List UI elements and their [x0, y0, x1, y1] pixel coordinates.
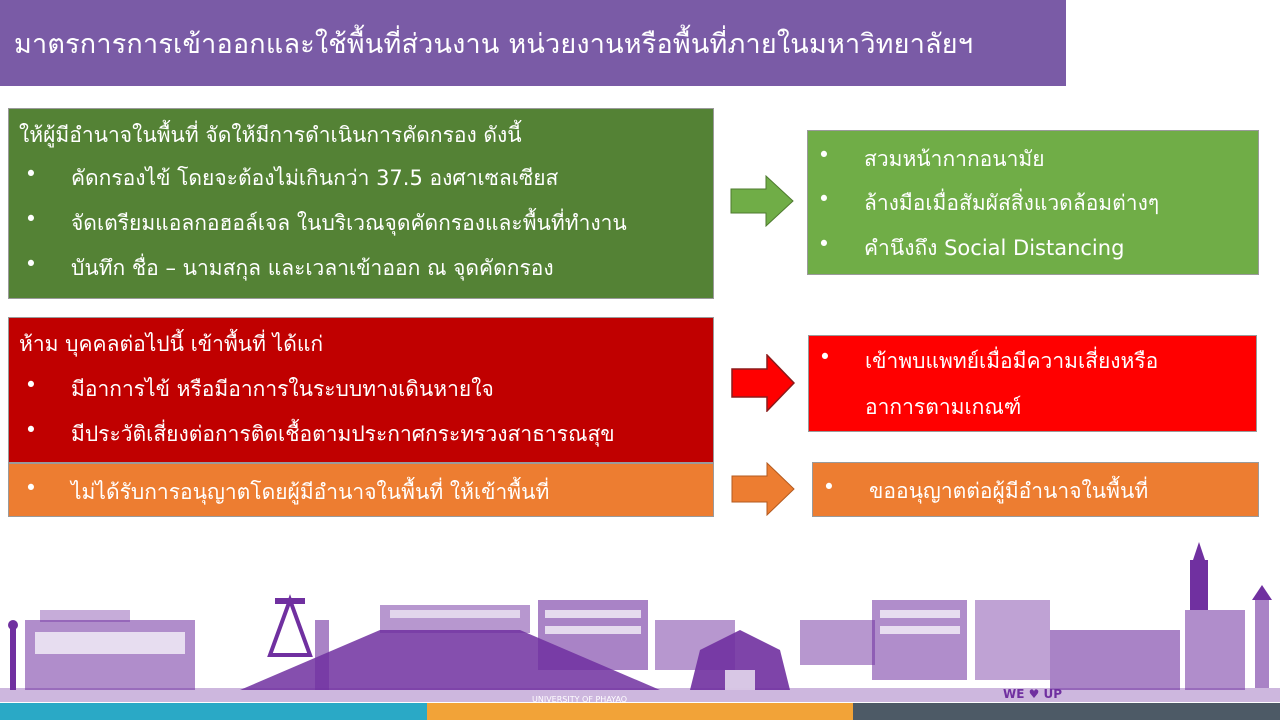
we-love-up-sign: WE ♥ UP [1003, 687, 1062, 701]
skyline-buildings [0, 542, 1280, 702]
prohibited-item: มีอาการไข้ หรือมีอาการในระบบทางเดินหายใจ [71, 377, 494, 401]
bullet: • [24, 373, 38, 397]
hygiene-item: ล้างมือเมื่อสัมผัสสิ่งแวดล้อมต่างๆ [864, 191, 1160, 215]
page-title: มาตรการการเข้าออกและใช้พื้นที่ส่วนงาน หน… [14, 28, 974, 60]
doctor-line: อาการตามเกณฑ์ [865, 395, 1022, 419]
title-banner: มาตรการการเข้าออกและใช้พื้นที่ส่วนงาน หน… [0, 0, 1066, 86]
screening-item: จัดเตรียมแอลกอฮอล์เจล ในบริเวณจุดคัดกรอง… [71, 211, 627, 235]
request-permission-item: ขออนุญาตต่อผู้มีอำนาจในพื้นที่ [869, 479, 1149, 503]
footer-stripe-slate [853, 703, 1280, 720]
screening-heading: ให้ผู้มีอำนาจในพื้นที่ จัดให้มีการดำเนิน… [19, 123, 522, 147]
arrow-shape [731, 462, 795, 516]
screening-item: คัดกรองไข้ โดยจะต้องไม่เกินกว่า 37.5 องศ… [71, 166, 559, 190]
request-permission-box: • ขออนุญาตต่อผู้มีอำนาจในพื้นที่ [812, 462, 1259, 517]
footer-stripe-teal [0, 703, 427, 720]
bullet: • [818, 345, 832, 369]
bullet: • [817, 232, 831, 256]
hygiene-item: คำนึงถึง Social Distancing [864, 236, 1125, 260]
hygiene-box: • สวมหน้ากากอนามัย • ล้างมือเมื่อสัมผัสส… [807, 130, 1259, 275]
hygiene-item: สวมหน้ากากอนามัย [864, 147, 1045, 171]
bullet: • [24, 162, 38, 186]
footer-stripe-orange [427, 703, 853, 720]
bullet: • [24, 252, 38, 276]
no-permission-item: ไม่ได้รับการอนุญาตโดยผู้มีอำนาจในพื้นที่… [71, 480, 550, 504]
arrow-right-icon [731, 354, 795, 412]
campus-skyline-illustration: UNIVERSITY OF PHAYAO WE ♥ UP [0, 542, 1280, 704]
arrow-shape [730, 175, 794, 227]
bullet: • [24, 207, 38, 231]
doctor-box: • เข้าพบแพทย์เมื่อมีความเสี่ยงหรือ อาการ… [808, 335, 1257, 432]
doctor-line: เข้าพบแพทย์เมื่อมีความเสี่ยงหรือ [865, 349, 1159, 373]
no-permission-box: • ไม่ได้รับการอนุญาตโดยผู้มีอำนาจในพื้นท… [8, 463, 714, 517]
bullet: • [817, 143, 831, 167]
arrow-right-icon [731, 462, 795, 516]
screening-box: ให้ผู้มีอำนาจในพื้นที่ จัดให้มีการดำเนิน… [8, 108, 714, 299]
screening-item: บันทึก ชื่อ – นามสกุล และเวลาเข้าออก ณ จ… [71, 256, 554, 280]
arrow-shape [731, 354, 795, 412]
university-sign-text: UNIVERSITY OF PHAYAO [532, 695, 627, 704]
bullet: • [822, 475, 836, 499]
bullet: • [24, 418, 38, 442]
arrow-right-icon [730, 175, 794, 227]
prohibited-item: มีประวัติเสี่ยงต่อการติดเชื้อตามประกาศกร… [71, 422, 615, 446]
prohibited-box: ห้าม บุคคลต่อไปนี้ เข้าพื้นที่ ได้แก่ • … [8, 317, 714, 463]
prohibited-heading: ห้าม บุคคลต่อไปนี้ เข้าพื้นที่ ได้แก่ [19, 332, 324, 356]
bullet: • [817, 187, 831, 211]
bullet: • [24, 476, 38, 500]
